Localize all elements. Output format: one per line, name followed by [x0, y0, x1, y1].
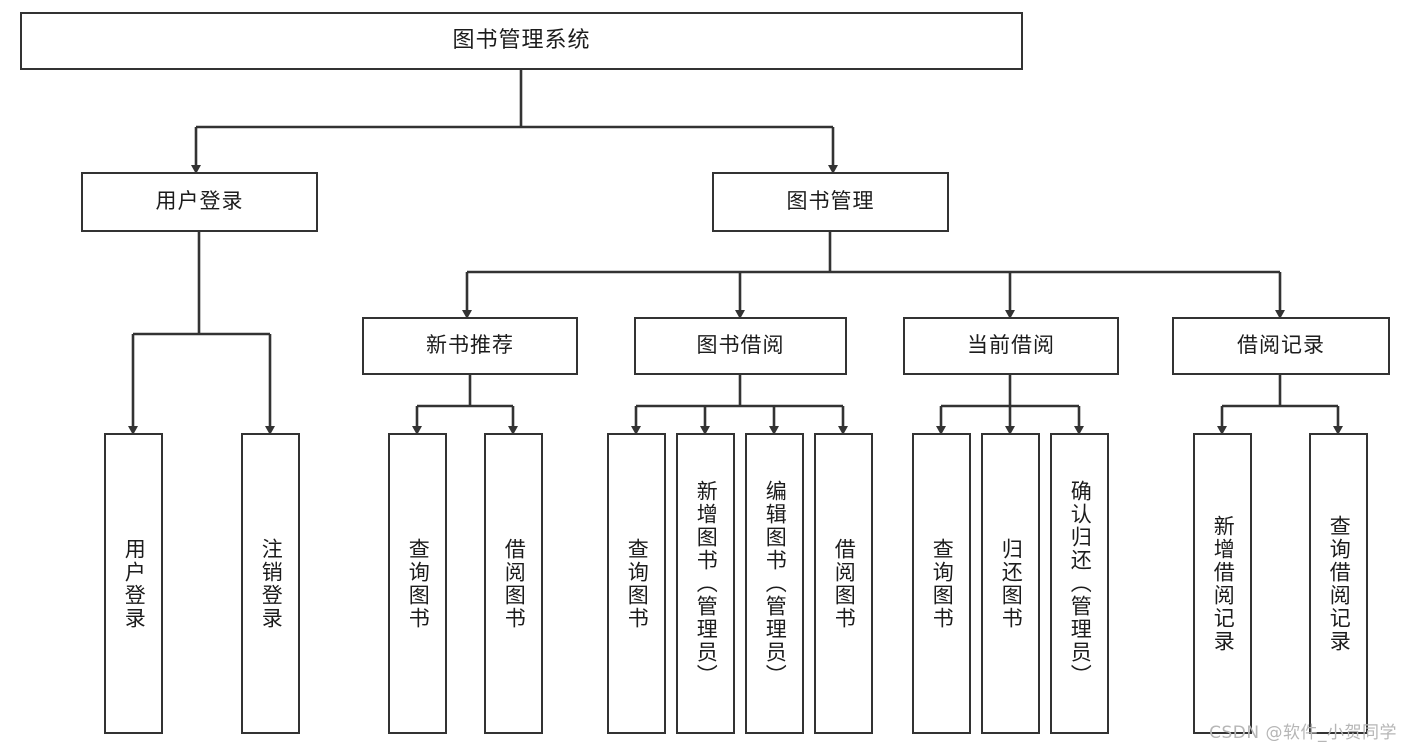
node-label: 新增图书（管理员）: [694, 480, 719, 687]
leaf-current-borrow-query-book[interactable]: 查询图书: [912, 433, 971, 734]
node-label: 借阅记录: [1237, 333, 1325, 358]
node-label: 查询借阅记录: [1327, 514, 1352, 653]
node-label: 归还图书: [999, 537, 1024, 630]
node-current-borrow[interactable]: 当前借阅: [903, 317, 1119, 375]
leaf-book-borrow-query-book[interactable]: 查询图书: [607, 433, 666, 734]
leaf-current-borrow-return-book[interactable]: 归还图书: [981, 433, 1040, 734]
node-label: 图书管理: [786, 189, 875, 214]
node-book-borrow[interactable]: 图书借阅: [634, 317, 847, 375]
leaf-book-borrow-borrow-book[interactable]: 借阅图书: [814, 433, 873, 734]
node-label: 新书推荐: [426, 333, 514, 358]
node-label: 查询图书: [930, 537, 955, 630]
leaf-borrow-record-query-record[interactable]: 查询借阅记录: [1309, 433, 1368, 734]
node-label: 图书管理系统: [452, 27, 591, 53]
node-label: 用户登录: [155, 189, 244, 214]
node-new-book-recommend[interactable]: 新书推荐: [362, 317, 578, 375]
leaf-book-borrow-edit-book-admin[interactable]: 编辑图书（管理员）: [745, 433, 804, 734]
node-root-book-management-system[interactable]: 图书管理系统: [20, 12, 1023, 70]
csdn-watermark: CSDN @软件_小贺同学: [1209, 723, 1397, 743]
node-borrow-record[interactable]: 借阅记录: [1172, 317, 1390, 375]
node-label: 新增借阅记录: [1211, 514, 1236, 653]
node-label: 注销登录: [259, 537, 284, 630]
node-label: 确认归还（管理员）: [1068, 480, 1093, 687]
node-label: 用户登录: [122, 537, 147, 630]
node-label: 借阅图书: [832, 537, 857, 630]
node-label: 图书借阅: [696, 333, 785, 358]
node-label: 查询图书: [406, 537, 431, 630]
node-label: 查询图书: [625, 537, 650, 630]
node-label: 编辑图书（管理员）: [763, 480, 788, 687]
node-label: 借阅图书: [502, 537, 527, 630]
leaf-user-login-logout[interactable]: 注销登录: [241, 433, 300, 734]
leaf-current-borrow-confirm-return-admin[interactable]: 确认归还（管理员）: [1050, 433, 1109, 734]
node-user-login[interactable]: 用户登录: [81, 172, 318, 232]
leaf-user-login-login[interactable]: 用户登录: [104, 433, 163, 734]
node-book-management[interactable]: 图书管理: [712, 172, 949, 232]
leaf-book-borrow-add-book-admin[interactable]: 新增图书（管理员）: [676, 433, 735, 734]
leaf-new-book-query-book[interactable]: 查询图书: [388, 433, 447, 734]
node-label: 当前借阅: [967, 333, 1055, 358]
leaf-borrow-record-add-record[interactable]: 新增借阅记录: [1193, 433, 1252, 734]
leaf-new-book-borrow-book[interactable]: 借阅图书: [484, 433, 543, 734]
